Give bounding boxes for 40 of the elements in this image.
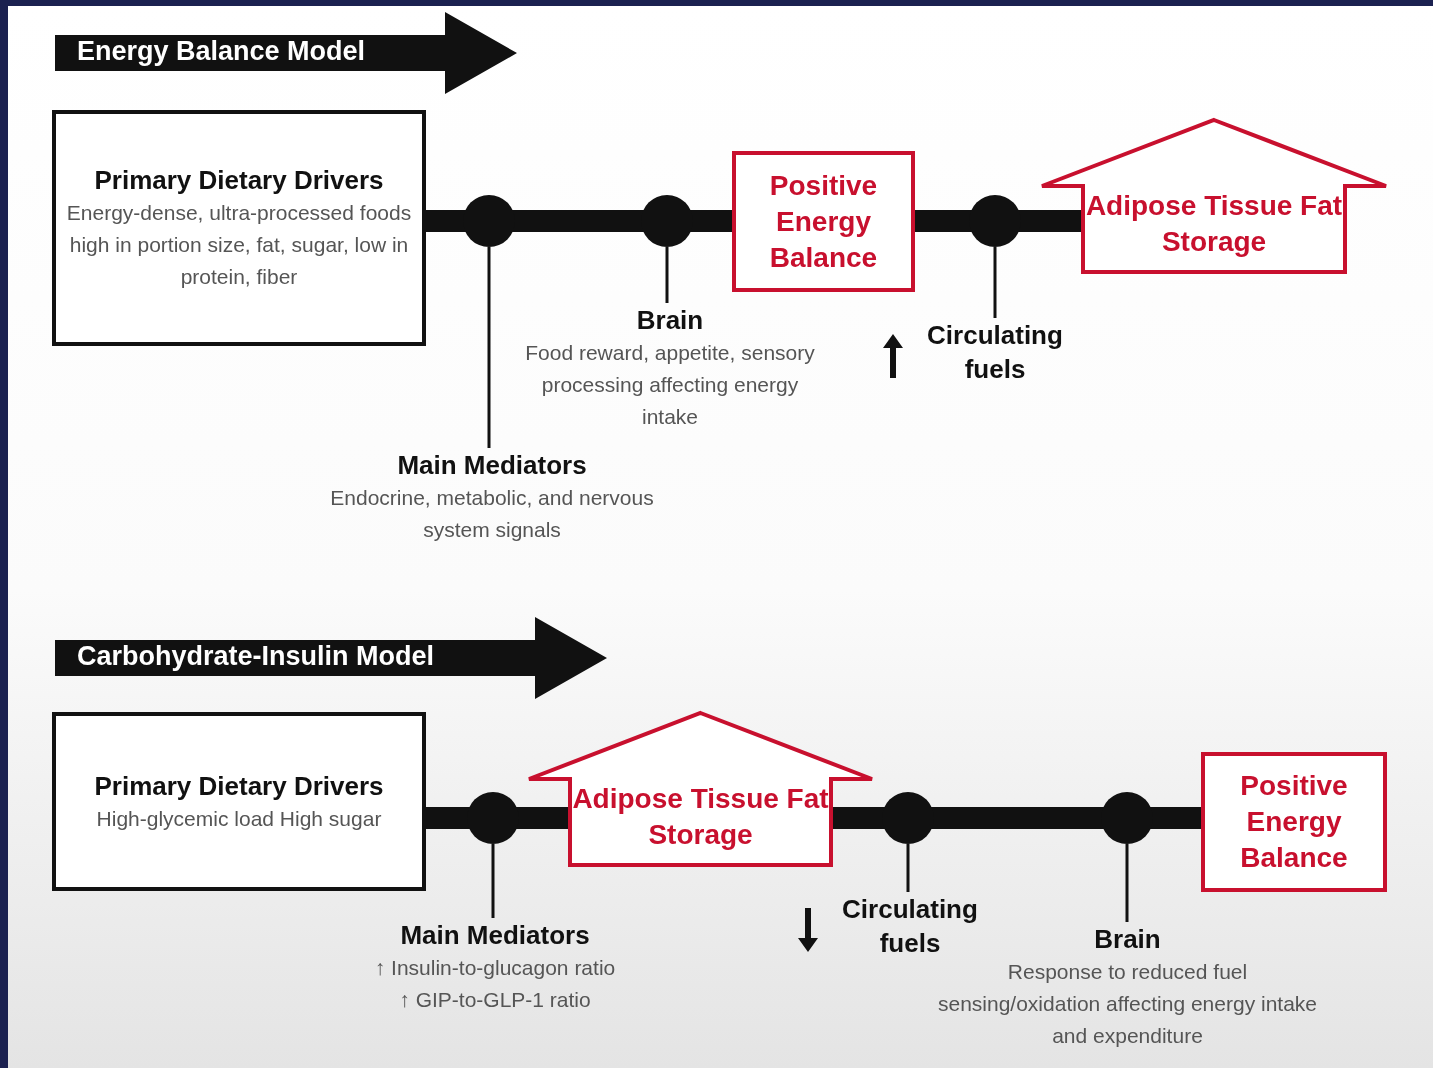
box-heading: Positive Energy Balance: [1239, 769, 1349, 875]
annotation-text: ↑ GIP-to-GLP-1 ratio: [399, 987, 591, 1013]
connector-bar: [689, 210, 732, 232]
annotation-heading: Brain: [1094, 923, 1161, 956]
connector-bar: [930, 807, 1105, 829]
annotation-heading: Circulating fuels: [926, 319, 1064, 386]
connector-bar: [1017, 210, 1083, 232]
process-box: [52, 712, 426, 891]
annotation-text: Response to reduced fuel sensing/oxidation affecting energy intake and expenditure: [936, 959, 1318, 1049]
banner-title: Carbohydrate-Insulin Model: [77, 641, 435, 672]
box-heading: Primary Dietary Drivers: [94, 164, 384, 197]
process-box: [1201, 752, 1387, 892]
connector-line: [1125, 844, 1129, 922]
process-box: [52, 110, 426, 346]
box-heading: Primary Dietary Drivers: [94, 769, 384, 803]
connector-line: [993, 247, 997, 318]
house-label: Adipose Tissue Fat Storage: [571, 782, 830, 852]
connector-bar: [426, 210, 467, 232]
annotation-heading: Main Mediators: [400, 919, 590, 952]
banner-title: Energy Balance Model: [77, 36, 366, 67]
annotation-heading: Brain: [636, 304, 704, 337]
connector-line: [665, 247, 669, 303]
connector-bar: [1149, 807, 1201, 829]
box-text: High-glycemic load High sugar: [96, 805, 382, 832]
annotation-text: Food reward, appetite, sensory processing affecting energy intake: [524, 340, 816, 430]
annotation-heading: Main Mediators: [397, 449, 587, 482]
connector-line: [491, 844, 495, 918]
annotation-heading: Circulating fuels: [841, 893, 979, 960]
house-label: Adipose Tissue Fat Storage: [1084, 189, 1344, 259]
box-heading: Positive Energy Balance: [768, 168, 879, 275]
connector-bar: [915, 210, 973, 232]
connector-bar: [426, 807, 471, 829]
connector-bar: [511, 210, 645, 232]
annotation-text: Endocrine, metabolic, and nervous system signals: [329, 485, 655, 543]
connector-line: [906, 844, 910, 892]
box-text: Energy-dense, ultra-processed foods high in portion size, fat, sugar, low in protein, fiber: [65, 200, 413, 290]
connector-line: [487, 247, 491, 448]
annotation-text: ↑ Insulin-to-glucagon ratio: [374, 955, 616, 981]
process-box: [732, 151, 915, 292]
connector-bar: [515, 807, 570, 829]
